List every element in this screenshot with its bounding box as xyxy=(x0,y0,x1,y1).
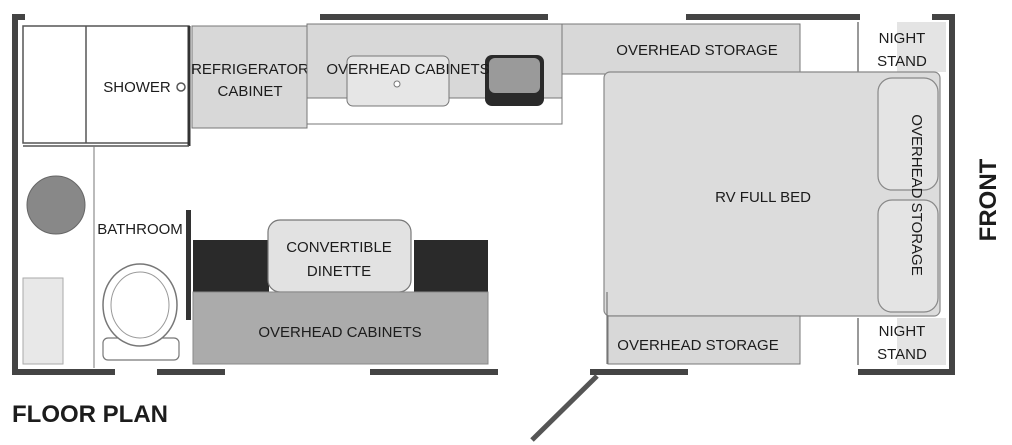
bathroom-cabinet xyxy=(22,277,64,365)
overhead-storage-side-upper xyxy=(877,77,939,191)
overhead-storage-side-label: OVERHEAD STORAGE xyxy=(908,114,925,275)
night-stand-top-label-line1: NIGHT xyxy=(879,30,926,47)
overhead-cabinets-top-label: OVERHEAD CABINETS xyxy=(326,61,489,78)
night-stand-top-label-line2: STAND xyxy=(877,53,927,70)
overhead-storage-bottom xyxy=(607,315,801,365)
refrigerator-label-line1: REFRIGERATOR xyxy=(191,61,309,78)
windows-bottom xyxy=(115,368,858,377)
sink-basin-icon xyxy=(26,175,86,235)
overhead-storage-top-label: OVERHEAD STORAGE xyxy=(616,42,777,59)
shower-label: SHOWER xyxy=(103,79,171,96)
dinette-seat-left xyxy=(193,240,269,292)
front-label: FRONT xyxy=(975,158,1002,241)
shower-drain-icon xyxy=(176,82,186,92)
night-stand-bottom-label-line1: NIGHT xyxy=(879,323,926,340)
floor-plan-title: FLOOR PLAN xyxy=(12,401,168,428)
dinette-label-line2: DINETTE xyxy=(307,263,371,280)
overhead-cabinets-bottom xyxy=(192,291,489,365)
night-stand-bottom xyxy=(897,318,946,365)
dinette-label-line1: CONVERTIBLE xyxy=(286,239,392,256)
dinette-table xyxy=(267,219,412,293)
entry-door xyxy=(530,374,599,442)
overhead-storage-side-lower xyxy=(877,199,939,313)
overhead-storage-top xyxy=(561,23,801,75)
overhead-storage-bottom-label: OVERHEAD STORAGE xyxy=(617,337,778,354)
night-stand-bottom-label-line2: STAND xyxy=(877,346,927,363)
refrigerator-label-line2: CABINET xyxy=(217,83,282,100)
dinette-seat-right xyxy=(414,240,488,292)
refrigerator-cabinet xyxy=(191,25,308,129)
windows-top xyxy=(25,12,932,20)
bathroom-label: BATHROOM xyxy=(97,221,183,238)
overhead-cabinets-bottom-label: OVERHEAD CABINETS xyxy=(258,324,421,341)
bed-label: RV FULL BED xyxy=(715,189,811,206)
